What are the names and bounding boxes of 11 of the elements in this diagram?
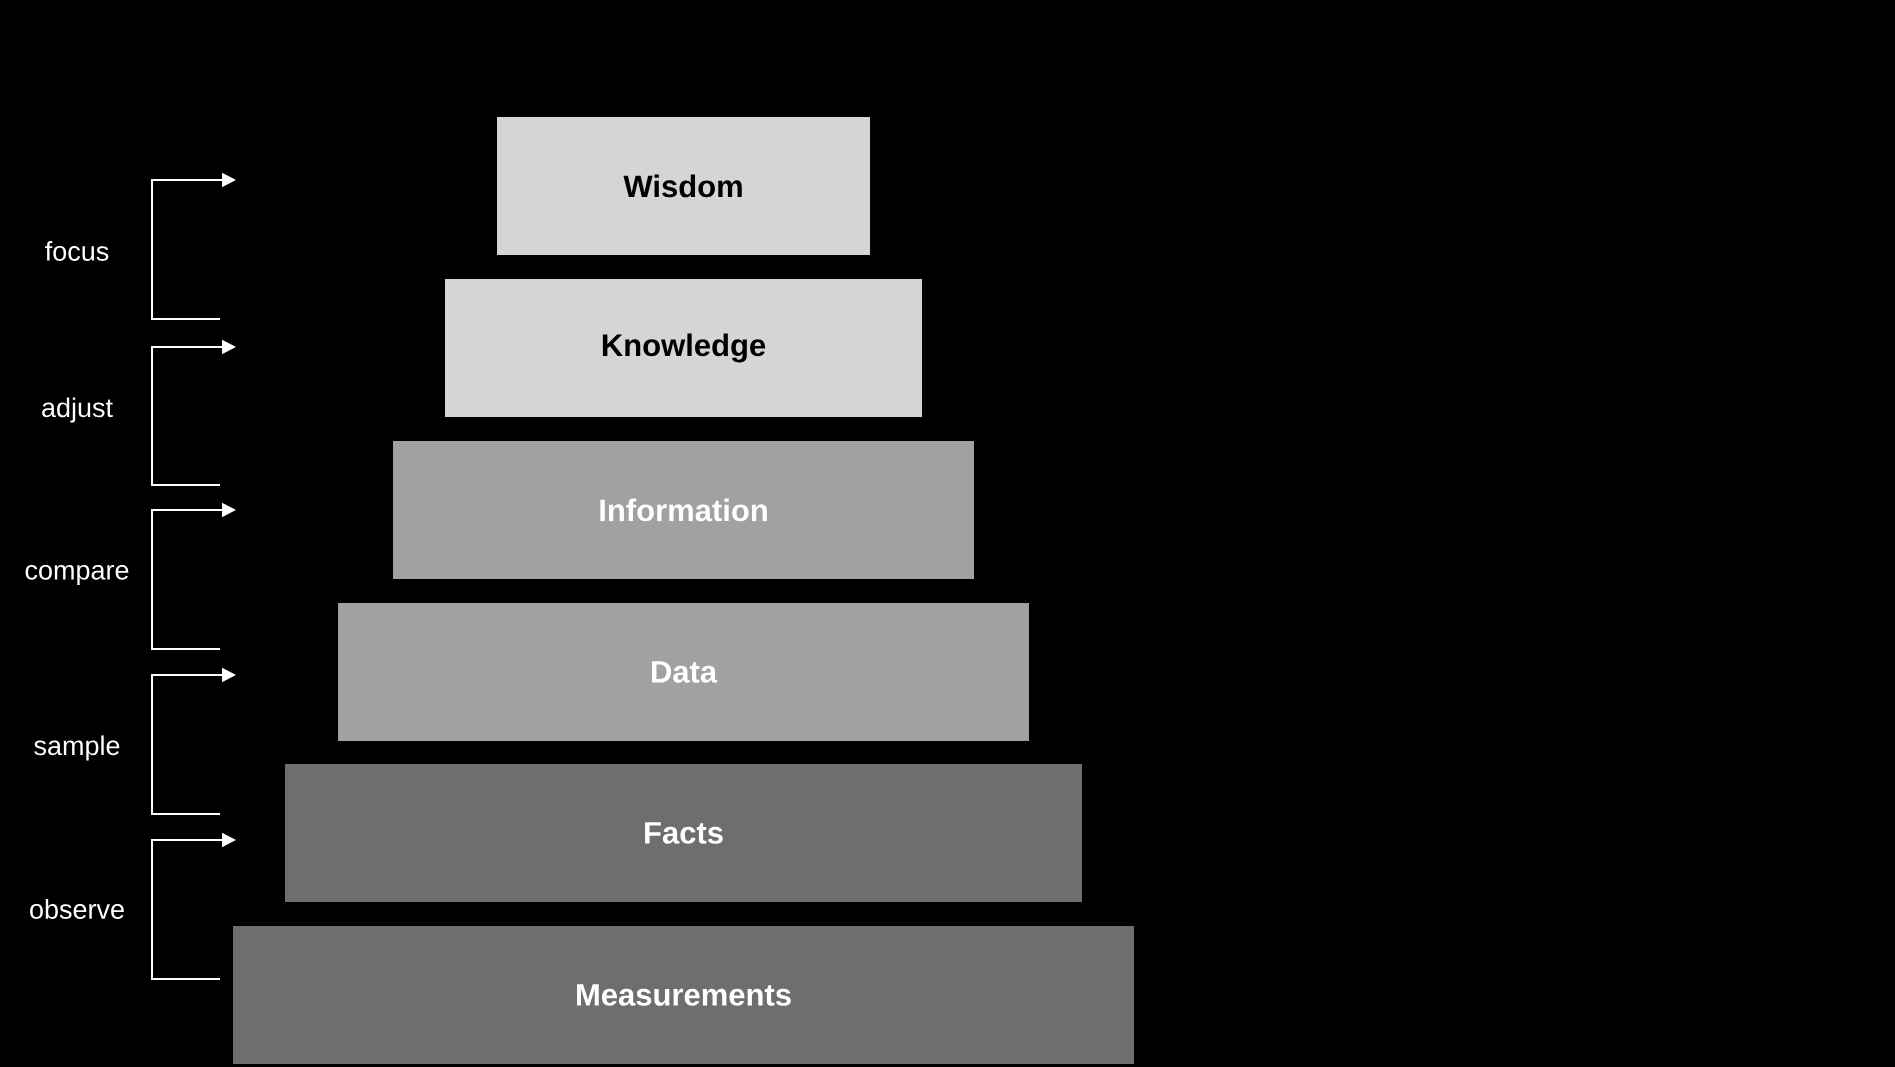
pyramid-level-box: Facts [285,764,1082,902]
pyramid-level-box: Knowledge [445,279,922,417]
pyramid-level-box: Information [393,441,974,579]
pyramid-level-box: Data [338,603,1029,741]
step-label: adjust [42,397,113,423]
step-label: focus [45,241,109,261]
step-label: sample [34,735,120,761]
pyramid-level-box: Wisdom [497,117,870,255]
pyramid-level-box: Measurements [233,926,1134,1064]
step-label: observe [30,899,124,919]
step-label: compare [25,564,129,586]
